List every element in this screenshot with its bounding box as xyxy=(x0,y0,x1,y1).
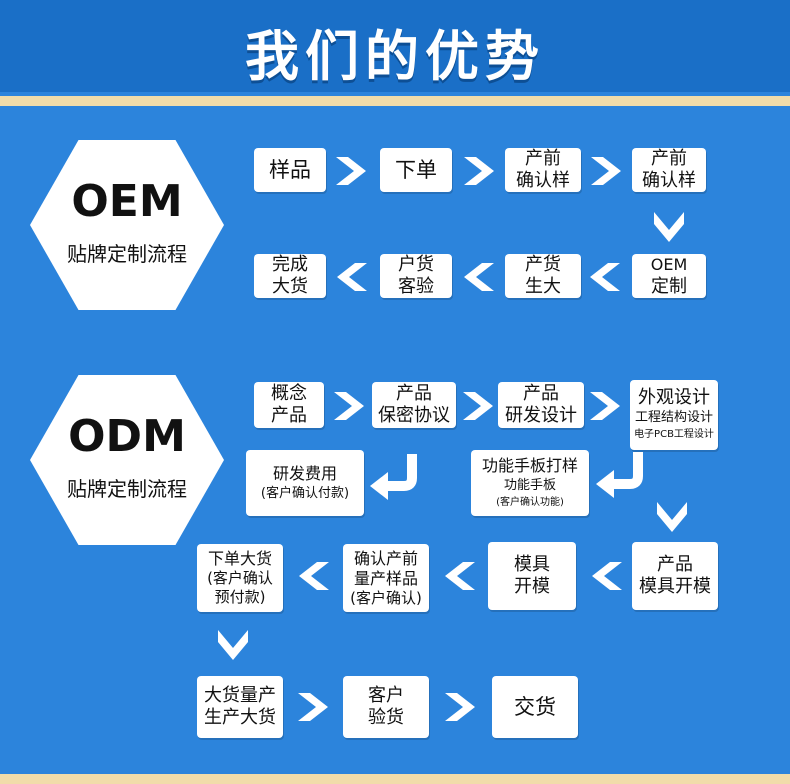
odm-code: ODM xyxy=(68,411,186,462)
bottom-stripe xyxy=(0,774,790,784)
oem-hexagon: OEM 贴牌定制流程 xyxy=(30,140,224,310)
oem-step-complete: 完成 大货 xyxy=(254,254,326,298)
arrow-left-icon xyxy=(588,261,622,293)
title-bar xyxy=(0,0,790,92)
odm-step-product-mold: 产品 模具开模 xyxy=(632,542,718,610)
top-stripe xyxy=(0,96,790,106)
arrow-left-icon xyxy=(443,560,477,592)
odm-step-inspection: 客户 验货 xyxy=(343,676,429,738)
odm-subtitle: 贴牌定制流程 xyxy=(67,477,187,501)
odm-step-concept-product: 概念 产品 xyxy=(254,382,324,428)
oem-step-oem-custom: OEM 定制 xyxy=(632,254,706,298)
arrow-left-icon xyxy=(335,261,369,293)
odm-hexagon: ODM 贴牌定制流程 xyxy=(30,375,224,545)
odm-step-mass-production: 大货量产 生产大货 xyxy=(197,676,283,738)
odm-step-mold-open: 模具 开模 xyxy=(488,542,576,610)
arrow-right-icon xyxy=(443,691,477,723)
arrow-right-icon xyxy=(588,390,622,422)
arrow-right-icon xyxy=(589,155,623,187)
oem-subtitle: 贴牌定制流程 xyxy=(67,242,187,266)
page-title: 我们的优势 xyxy=(245,25,545,88)
arrow-right-icon xyxy=(332,390,366,422)
odm-step-rnd-design: 产品 研发设计 xyxy=(498,382,584,428)
oem-step-preprod-sample-2: 产前 确认样 xyxy=(632,148,706,192)
odm-step-prototype: 功能手板打样 功能手板 (客户确认功能) xyxy=(471,450,589,516)
odm-step-preprod-confirm: 确认产前 量产样品 (客户确认) xyxy=(343,544,429,612)
arrow-left-icon xyxy=(297,560,331,592)
oem-step-sample: 样品 xyxy=(254,148,326,192)
odm-step-delivery: 交货 xyxy=(492,676,578,738)
arrow-left-icon xyxy=(462,261,496,293)
oem-step-mass-production: 产货 生大 xyxy=(505,254,581,298)
odm-step-nda: 产品 保密协议 xyxy=(372,382,456,428)
odm-step-appearance-design: 外观设计 工程结构设计 电子PCB工程设计 xyxy=(630,380,718,450)
arrow-down-icon xyxy=(216,628,250,662)
oem-step-inspection: 户货 客验 xyxy=(380,254,452,298)
return-arrow-icon xyxy=(594,450,650,498)
oem-code: OEM xyxy=(71,176,183,227)
arrow-down-icon xyxy=(655,500,689,534)
oem-step-order: 下单 xyxy=(380,148,452,192)
arrow-right-icon xyxy=(334,155,368,187)
arrow-right-icon xyxy=(461,390,495,422)
arrow-left-icon xyxy=(590,560,624,592)
odm-step-order-deposit: 下单大货 (客户确认 预付款) xyxy=(197,544,283,612)
odm-step-rnd-fee: 研发费用 (客户确认付款) xyxy=(246,450,364,516)
oem-step-preprod-sample-1: 产前 确认样 xyxy=(505,148,581,192)
return-arrow-icon xyxy=(368,452,424,500)
arrow-right-icon xyxy=(462,155,496,187)
arrow-right-icon xyxy=(296,691,330,723)
arrow-down-icon xyxy=(652,210,686,244)
